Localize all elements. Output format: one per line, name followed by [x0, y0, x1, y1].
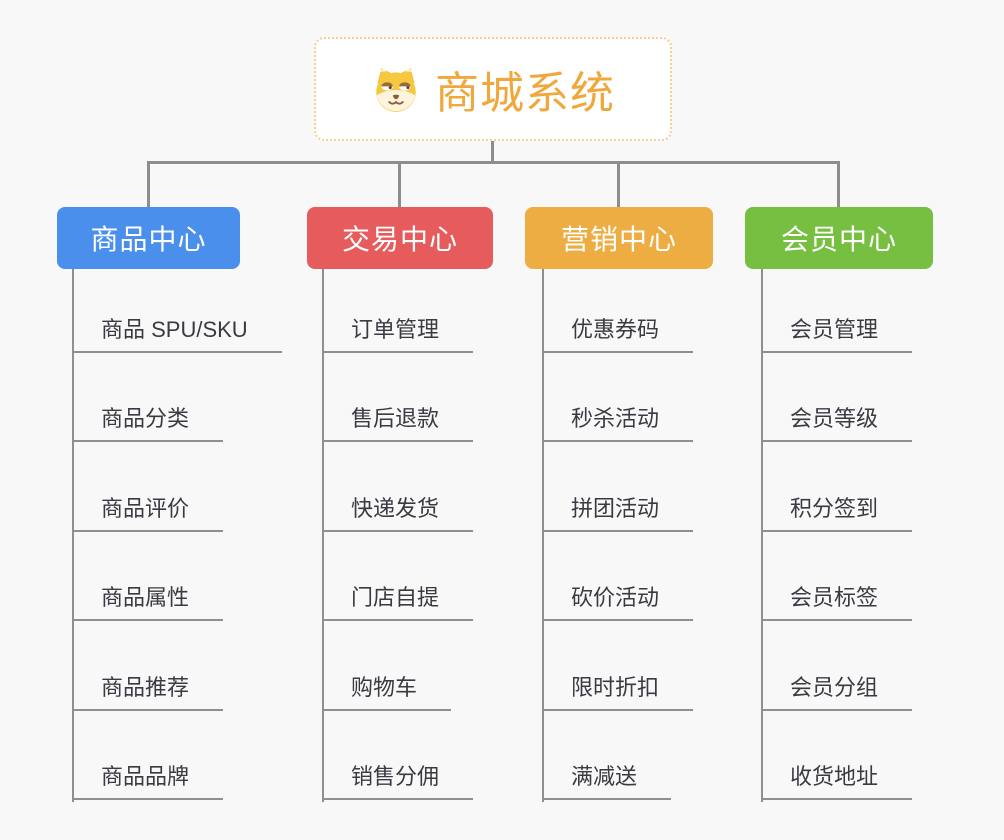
leaf-node[interactable]: 商品推荐 — [74, 665, 224, 711]
leaf-node[interactable]: 优惠券码 — [544, 307, 694, 353]
leaf-node[interactable]: 商品品牌 — [74, 754, 224, 800]
leaf-node[interactable]: 满减送 — [544, 754, 672, 800]
root-title: 商城系统 — [435, 69, 615, 118]
branch-items-marketing-center: 优惠券码 秒杀活动 拼团活动 砍价活动 限时折扣 满减送 — [542, 269, 694, 802]
leaf-node[interactable]: 快递发货 — [324, 486, 474, 532]
connector-root-stub — [491, 141, 494, 164]
leaf-node[interactable]: 限时折扣 — [544, 665, 694, 711]
leaf-node[interactable]: 购物车 — [324, 665, 452, 711]
branch-node-marketing-center[interactable]: 营销中心 — [525, 207, 713, 269]
leaf-node[interactable]: 会员等级 — [763, 396, 913, 442]
leaf-node[interactable]: 商品评价 — [74, 486, 224, 532]
leaf-node[interactable]: 会员分组 — [763, 665, 913, 711]
leaf-node[interactable]: 门店自提 — [324, 575, 474, 621]
leaf-node[interactable]: 商品分类 — [74, 396, 224, 442]
connector-horizontal-bar — [147, 161, 840, 164]
branch-node-member-center[interactable]: 会员中心 — [745, 207, 933, 269]
leaf-node[interactable]: 秒杀活动 — [544, 396, 694, 442]
branch-node-trade-center[interactable]: 交易中心 — [307, 207, 493, 269]
leaf-node[interactable]: 砍价活动 — [544, 575, 694, 621]
branch-items-trade-center: 订单管理 售后退款 快递发货 门店自提 购物车 销售分佣 — [322, 269, 474, 802]
connector-drop-trade — [398, 161, 401, 207]
leaf-node[interactable]: 积分签到 — [763, 486, 913, 532]
branch-items-product-center: 商品 SPU/SKU 商品分类 商品评价 商品属性 商品推荐 商品品牌 — [72, 269, 282, 802]
branch-items-member-center: 会员管理 会员等级 积分签到 会员标签 会员分组 收货地址 — [761, 269, 913, 802]
connector-drop-product — [147, 161, 150, 207]
root-node[interactable]: 商城系统 — [314, 37, 672, 141]
connector-drop-member — [837, 161, 840, 207]
leaf-node[interactable]: 销售分佣 — [324, 754, 474, 800]
leaf-node[interactable]: 商品属性 — [74, 575, 224, 621]
leaf-node[interactable]: 拼团活动 — [544, 486, 694, 532]
leaf-node[interactable]: 售后退款 — [324, 396, 474, 442]
leaf-node[interactable]: 会员管理 — [763, 307, 913, 353]
leaf-node[interactable]: 收货地址 — [763, 754, 913, 800]
connector-drop-marketing — [617, 161, 620, 207]
shiba-dog-icon — [376, 68, 416, 112]
leaf-node[interactable]: 商品 SPU/SKU — [74, 307, 282, 353]
leaf-node[interactable]: 会员标签 — [763, 575, 913, 621]
leaf-node[interactable]: 订单管理 — [324, 307, 474, 353]
branch-node-product-center[interactable]: 商品中心 — [57, 207, 240, 269]
